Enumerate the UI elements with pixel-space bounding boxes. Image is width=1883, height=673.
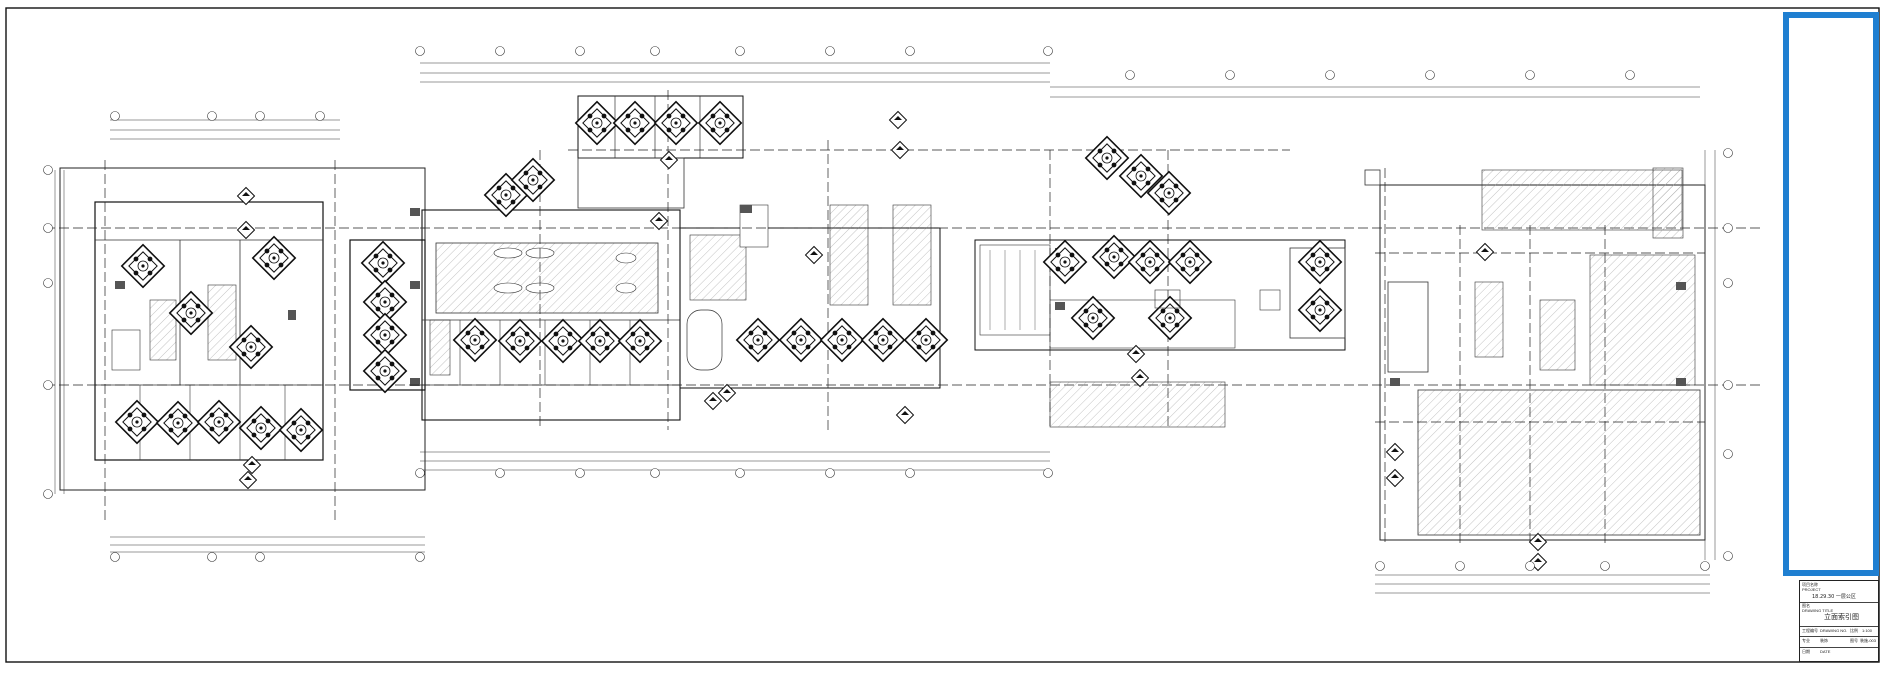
tb-divider [1800,647,1878,648]
project-name: 18.29.30 一层公区 [1812,594,1856,600]
sheet-value: 装施-003 [1860,638,1877,643]
tb-divider [1800,626,1878,627]
row-d-value: DATE [1820,649,1831,654]
row-a-value: DRAWING NO. [1820,628,1848,633]
left-wing [43,111,426,562]
drawing-border [5,7,1880,663]
center-left-block [410,46,1760,478]
tb-divider [1800,636,1878,637]
blue-selection-frame [1783,12,1879,576]
drawing-label-cn: 图名 [1802,603,1810,608]
tb-divider [1800,602,1878,603]
row-c-label: 比例 [1850,628,1858,633]
row-b-value: 装饰 [1820,638,1828,643]
row-c-value: 1:100 [1862,628,1873,633]
drawing-label-en: DRAWING TITLE [1802,608,1834,613]
center-right-block [974,70,1700,430]
row-a-label: 工程编号 [1802,628,1818,633]
row-b-label: 专业 [1802,638,1810,643]
sheet-label: 图号 [1850,638,1858,643]
row-d-label: 日期 [1802,649,1810,654]
project-label-cn: 项目名称 [1802,582,1818,587]
right-wing [1364,148,1733,594]
title-block: 项目名称 PROJECT 18.29.30 一层公区 图名 DRAWING TI… [1799,580,1879,662]
drawing-title: 立面索引图 [1824,613,1859,621]
project-label-en: PROJECT [1802,587,1821,592]
